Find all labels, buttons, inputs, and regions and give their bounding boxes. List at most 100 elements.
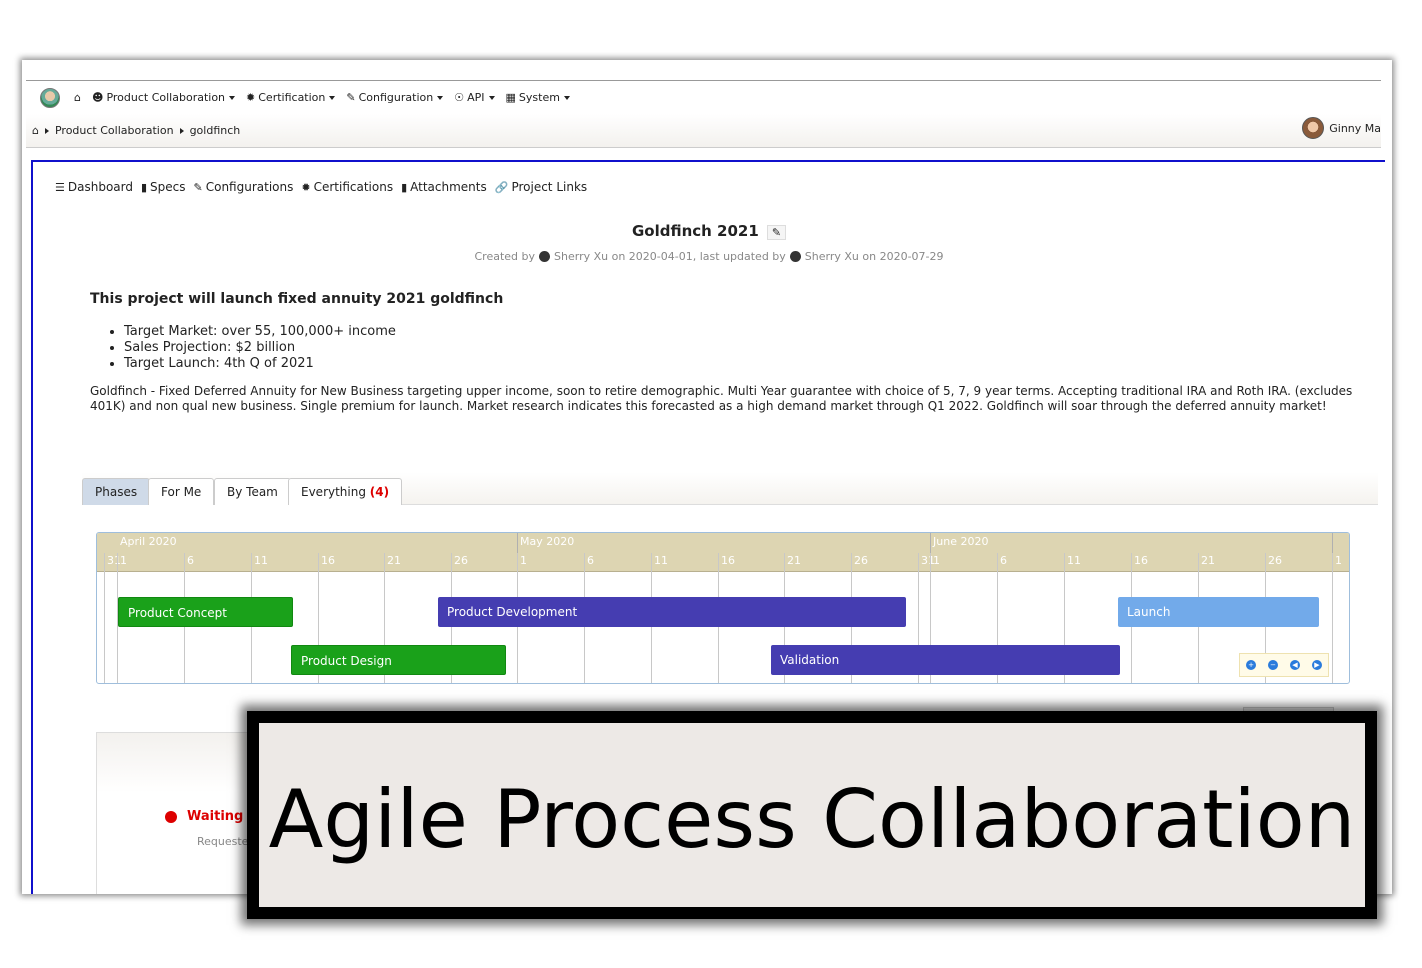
description-text: Goldfinch - Fixed Deferred Annuity for N… (90, 384, 1353, 413)
day-gridline (384, 553, 385, 683)
chevron-down-icon (563, 95, 570, 100)
day-tick: 6 (187, 554, 194, 567)
chevron-down-icon (329, 95, 336, 100)
breadcrumb-separator-icon (179, 127, 184, 134)
zoom-out-icon[interactable]: − (1268, 660, 1278, 670)
month-label: May 2020 (520, 535, 575, 548)
gantt-header (97, 533, 1349, 572)
lifering-icon: ☉ (454, 91, 465, 104)
page-title: Goldfinch 2021✎ (33, 222, 1385, 240)
day-tick: 26 (854, 554, 868, 567)
edit-icon[interactable]: ✎ (766, 225, 787, 240)
day-tick: 21 (1201, 554, 1215, 567)
user-name: Ginny Ma (1329, 121, 1381, 135)
list-item: Target Market: over 55, 100,000+ income (124, 324, 396, 340)
day-tick: 6 (1000, 554, 1007, 567)
home-icon[interactable]: ⌂ (32, 124, 39, 137)
day-tick: 1 (520, 554, 527, 567)
table-icon: ▦ (505, 91, 516, 104)
gantt-controls: + − ◀ ▶ (1239, 653, 1329, 677)
home-icon[interactable]: ⌂ (74, 91, 81, 104)
tab-dashboard[interactable]: ☰Dashboard (55, 180, 133, 194)
breadcrumb-separator-icon (44, 127, 49, 134)
nav-certification[interactable]: ✹Certification (246, 91, 336, 104)
day-tick: 11 (1067, 554, 1081, 567)
description-heading: This project will launch fixed annuity 2… (90, 291, 504, 307)
zoom-in-icon[interactable]: + (1246, 660, 1256, 670)
scroll-right-icon[interactable]: ▶ (1312, 660, 1322, 670)
breadcrumb: ⌂ Product Collaboration goldfinch Ginny … (26, 114, 1381, 148)
day-gridline (997, 553, 998, 683)
day-tick: 11 (254, 554, 268, 567)
gantt-bar-validation[interactable]: Validation (771, 645, 1120, 675)
day-tick: 26 (454, 554, 468, 567)
day-tick: 1 (1335, 554, 1342, 567)
gantt-chart: April 2020 May 2020 June 2020 31 1 6 11 … (96, 532, 1350, 684)
tab-phases[interactable]: Phases (82, 478, 151, 505)
gantt-bar-product-development[interactable]: Product Development (438, 597, 906, 627)
day-tick: 16 (1134, 554, 1148, 567)
tab-configurations[interactable]: ✎Configurations (193, 180, 294, 194)
day-gridline (117, 553, 118, 683)
list-item: Target Launch: 4th Q of 2021 (124, 356, 396, 372)
link-icon: 🔗 (494, 180, 509, 194)
day-gridline (318, 553, 319, 683)
month-label: June 2020 (933, 535, 989, 548)
tab-project-links[interactable]: 🔗Project Links (494, 180, 588, 194)
day-tick: 26 (1268, 554, 1282, 567)
status-badge: Waiting (165, 809, 243, 824)
day-tick: 21 (787, 554, 801, 567)
tab-specs[interactable]: ▮Specs (140, 180, 186, 194)
stop-icon (165, 810, 177, 823)
app-logo-avatar[interactable] (40, 87, 60, 108)
day-gridline (1064, 553, 1065, 683)
user-menu[interactable]: Ginny Ma (1302, 117, 1381, 139)
nav-system[interactable]: ▦System (506, 91, 570, 104)
list-item: Sales Projection: $2 billion (124, 340, 396, 356)
nav-configuration[interactable]: ✎Configuration (346, 91, 444, 104)
day-tick: 6 (587, 554, 594, 567)
tab-certifications[interactable]: ✹Certifications (301, 180, 394, 194)
badge-icon: ✹ (301, 180, 311, 194)
avatar (539, 251, 551, 262)
month-label: April 2020 (120, 535, 177, 548)
day-tick: 16 (321, 554, 335, 567)
caption-text: Agile Process Collaboration (268, 773, 1356, 866)
tab-by-team[interactable]: By Team (214, 478, 291, 505)
pencil-icon: ✎ (346, 91, 356, 104)
chevron-down-icon (488, 95, 495, 100)
tab-for-me[interactable]: For Me (148, 478, 215, 505)
tab-everything[interactable]: Everything (4) (288, 478, 403, 505)
scroll-left-icon[interactable]: ◀ (1290, 660, 1300, 670)
book-icon: ▮ (401, 180, 408, 194)
day-tick: 1 (933, 554, 940, 567)
list-icon: ☰ (55, 180, 65, 194)
pencil-icon: ✎ (193, 180, 203, 194)
day-gridline (918, 553, 919, 683)
day-gridline (930, 553, 931, 683)
avatar (789, 251, 801, 262)
requested-text: Requeste (197, 835, 249, 848)
gantt-bar-launch[interactable]: Launch (1118, 597, 1319, 627)
count-badge: (4) (369, 485, 390, 499)
project-subnav: ☰Dashboard ▮Specs ✎Configurations ✹Certi… (55, 180, 595, 194)
caption-overlay: Agile Process Collaboration (247, 711, 1377, 919)
day-tick: 31 (921, 554, 935, 567)
nav-product-collaboration[interactable]: ☻Product Collaboration (91, 91, 236, 104)
users-icon: ☻ (91, 91, 104, 104)
day-tick: 11 (654, 554, 668, 567)
badge-icon: ✹ (246, 91, 256, 104)
day-gridline (1332, 553, 1333, 683)
day-tick: 1 (120, 554, 127, 567)
tab-attachments[interactable]: ▮Attachments (401, 180, 487, 194)
nav-api[interactable]: ☉API (454, 91, 495, 104)
day-gridline (104, 553, 105, 683)
book-icon: ▮ (140, 180, 148, 194)
gantt-bar-product-concept[interactable]: Product Concept (118, 597, 293, 627)
view-tabs: Phases For Me By Team Everything (4) (82, 472, 1378, 505)
gantt-bar-product-design[interactable]: Product Design (291, 645, 506, 675)
user-avatar (1302, 117, 1325, 139)
breadcrumb-item-goldfinch[interactable]: goldfinch (189, 124, 241, 137)
breadcrumb-item-product-collaboration[interactable]: Product Collaboration (54, 124, 174, 137)
